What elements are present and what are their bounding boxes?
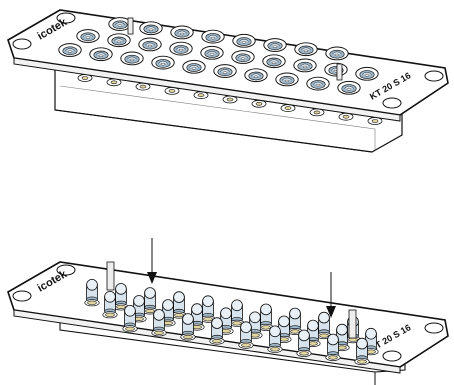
screw-hole-icon: [424, 70, 444, 82]
bottom-rods: [106, 261, 357, 339]
loose-pin-icon: [336, 63, 343, 81]
grommet-icon: [76, 29, 100, 43]
grommet-icon: [201, 29, 225, 44]
down-arrow-icon: [326, 272, 336, 318]
grommet-icon: [337, 80, 361, 95]
cable-insert-icon: [287, 307, 303, 336]
screw-hole-icon: [56, 264, 76, 276]
grommet-icon: [262, 54, 286, 69]
down-arrow-icon: [147, 238, 157, 284]
cable-insert-icon: [238, 321, 254, 349]
cable-insert-icon: [84, 278, 100, 307]
grommet-icon: [324, 62, 348, 77]
tall-rod-icon: [106, 261, 115, 291]
cable-insert-icon: [325, 333, 341, 362]
screw-hole-icon: [382, 97, 402, 109]
grommet-icon: [232, 33, 256, 48]
grommet-icon: [169, 41, 193, 56]
grommet-icon: [213, 64, 237, 78]
cable-insert-icon: [316, 311, 332, 340]
cable-insert-icon: [258, 303, 274, 331]
cable-insert-icon: [209, 317, 225, 345]
grommet-icon: [151, 55, 175, 70]
loose-pin-icon: [127, 17, 134, 35]
screw-hole-icon: [12, 290, 32, 302]
grommet-icon: [139, 21, 163, 36]
grommet-icon: [120, 51, 144, 66]
grommet-icon: [231, 50, 255, 64]
screw-hole-icon: [12, 38, 32, 50]
screw-hole-icon: [424, 322, 444, 334]
cable-insert-icon: [151, 309, 167, 337]
screw-hole-icon: [56, 12, 76, 24]
cable-insert-icon: [142, 287, 158, 315]
grommet-icon: [182, 59, 206, 74]
cable-insert-icon: [354, 337, 370, 366]
grommet-icon: [58, 43, 82, 57]
grommet-icon: [244, 68, 268, 83]
tall-rod-icon: [348, 309, 357, 339]
bottom-assembly: icotek KT 20 S 16: [7, 238, 449, 385]
cable-insert-icon: [122, 304, 138, 333]
cable-insert-icon: [171, 291, 187, 319]
screw-hole-icon: [382, 350, 402, 362]
grommet-icon: [89, 47, 113, 62]
cable-insert-icon: [229, 299, 245, 327]
grommet-icon: [138, 37, 162, 52]
top-loose-pins: [127, 17, 343, 81]
cable-insert-icon: [296, 329, 312, 357]
grommet-icon: [325, 46, 349, 61]
grommet-icon: [355, 66, 379, 81]
grommet-icon: [200, 45, 224, 60]
grommet-icon: [263, 38, 287, 52]
grommet-icon: [107, 33, 131, 48]
cable-insert-icon: [102, 290, 118, 319]
cable-insert-icon: [113, 283, 129, 311]
grommet-icon: [293, 58, 317, 73]
insertion-arrows: [147, 238, 336, 318]
cable-insert-icon: [180, 313, 196, 341]
grommet-icon: [306, 76, 330, 91]
grommet-icon: [170, 25, 194, 40]
cable-insert-icon: [200, 295, 216, 323]
grommet-icon: [294, 42, 318, 57]
grommet-icon: [275, 72, 299, 87]
top-assembly: icotek KT 20 S 16: [7, 9, 449, 153]
cable-insert-icon: [267, 325, 283, 353]
